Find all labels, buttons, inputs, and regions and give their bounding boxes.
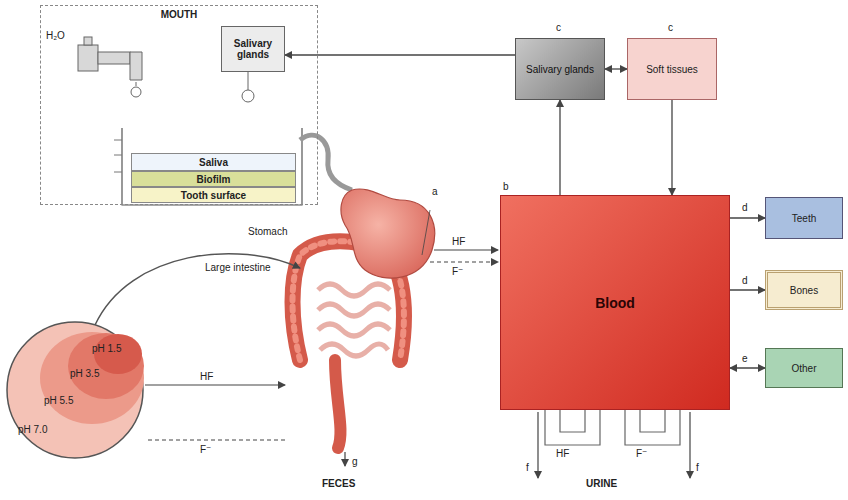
connector: [559, 100, 560, 195]
connector: [671, 100, 672, 195]
label: pH 5.5: [44, 395, 73, 406]
label: d: [742, 275, 748, 286]
label: e: [742, 353, 748, 364]
label: c: [668, 22, 673, 33]
label: HF: [452, 236, 465, 247]
label: F⁻: [452, 266, 463, 277]
label: d: [742, 202, 748, 213]
label: F⁻: [200, 444, 211, 455]
salivary-box: Salivary glands: [515, 38, 605, 100]
node-text: Bones: [790, 285, 818, 296]
node-text: Salivary glands: [526, 64, 594, 75]
node-text: Saliva: [199, 157, 228, 168]
blood-box: Blood: [500, 195, 730, 410]
label: HF: [556, 448, 569, 459]
soft-tissue-box: Soft tissues: [627, 38, 717, 100]
connector: [730, 289, 765, 290]
label: pH 1.5: [92, 343, 121, 354]
node-text: Teeth: [792, 213, 816, 224]
label: URINE: [586, 478, 617, 489]
label: Stomach: [248, 226, 287, 237]
label: F⁻: [636, 448, 647, 459]
teeth-box: Teeth: [765, 197, 843, 239]
salivary-box: Salivary glands: [221, 26, 285, 72]
node-text: Other: [791, 363, 816, 374]
connector: [730, 217, 765, 218]
label: b: [503, 181, 509, 192]
tooth-band: Tooth surface: [131, 187, 296, 203]
bones-box: Bones: [765, 270, 843, 310]
label: FECES: [322, 478, 355, 489]
mouth-region: MOUTH Salivary glandsSalivaBiofilmTooth s…: [40, 5, 318, 205]
label: HF: [200, 371, 213, 382]
connector: [730, 367, 765, 368]
label: Large intestine: [205, 262, 271, 273]
label: H₂O: [46, 30, 65, 41]
tap: [78, 37, 142, 97]
node-text: Soft tissues: [646, 64, 698, 75]
label: f: [526, 462, 529, 473]
connector: [285, 54, 515, 55]
node-text: Blood: [595, 295, 635, 311]
biofilm-band: Biofilm: [131, 171, 296, 187]
label: a: [432, 186, 438, 197]
node-text: Tooth surface: [181, 190, 246, 201]
connector: [605, 68, 627, 69]
label: f: [696, 462, 699, 473]
label: c: [556, 22, 561, 33]
saliva-band: Saliva: [131, 153, 296, 171]
label: pH 7.0: [18, 424, 47, 435]
other-box: Other: [765, 348, 843, 388]
label: g: [352, 456, 358, 467]
node-text: Biofilm: [197, 174, 231, 185]
node-text: Salivary glands: [222, 38, 284, 60]
node-text: MOUTH: [161, 9, 198, 20]
label: pH 3.5: [70, 368, 99, 379]
